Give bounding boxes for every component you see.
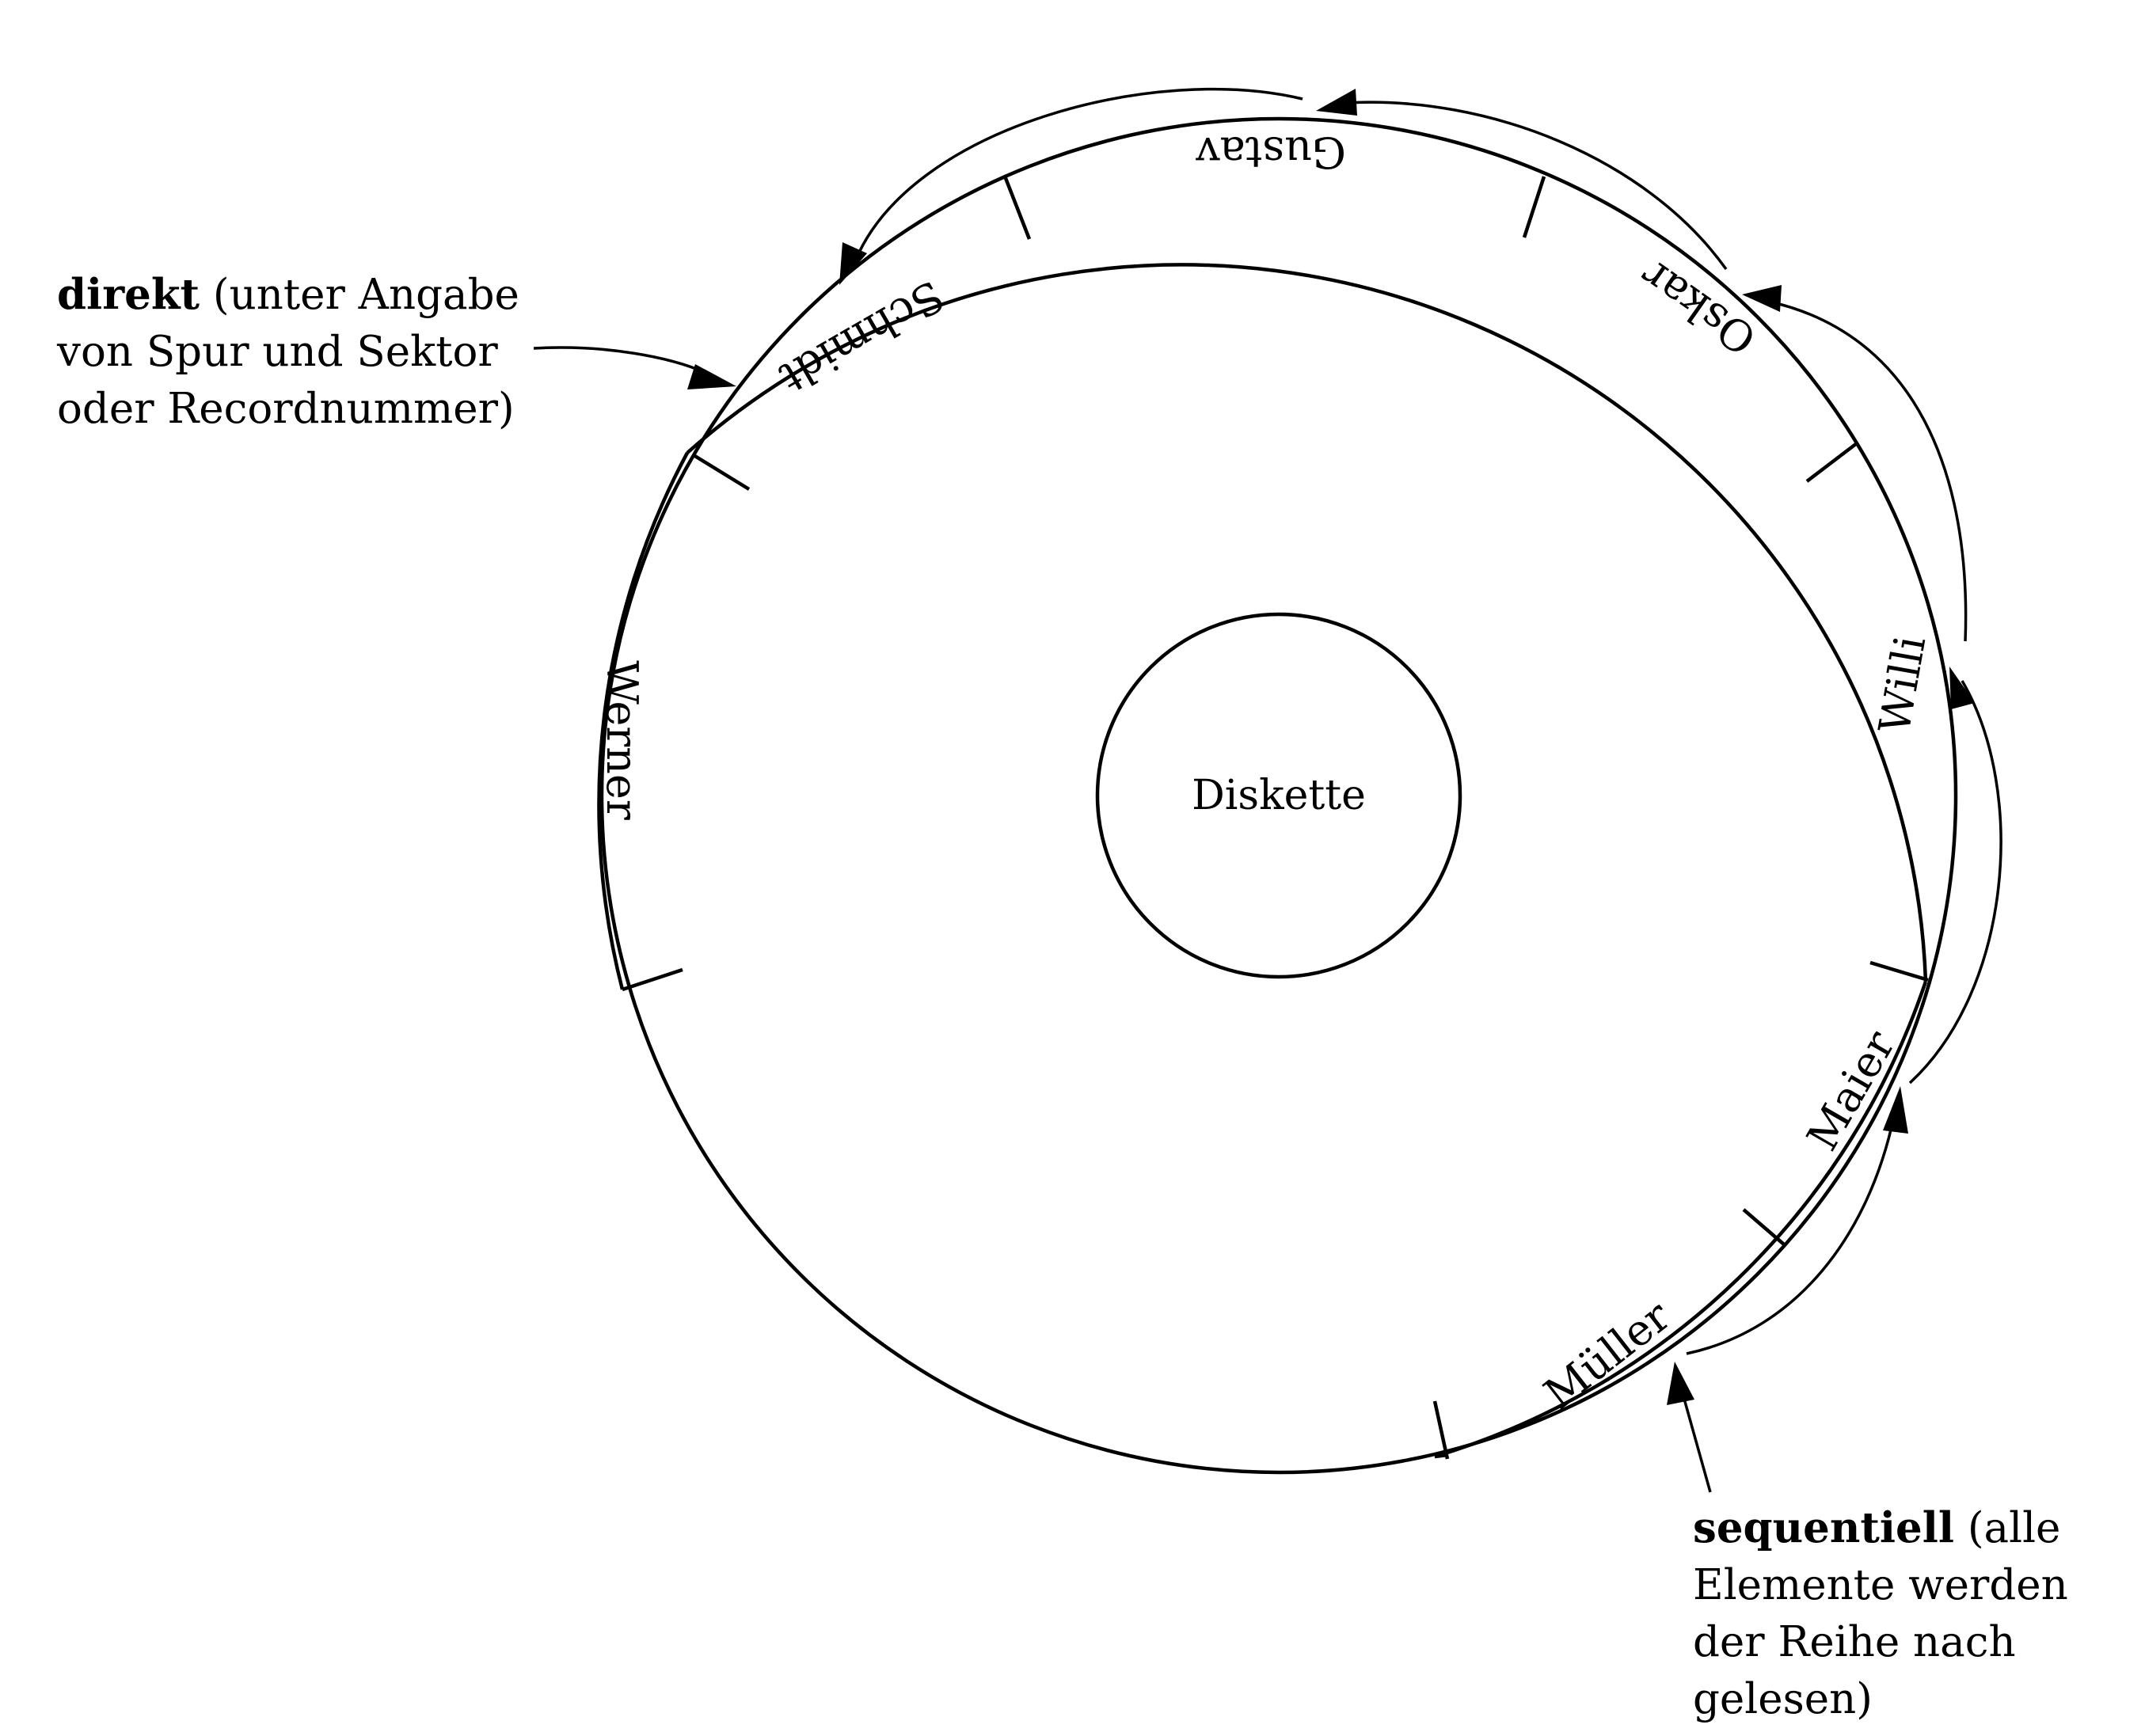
divider-oskar-willi [1805, 442, 1858, 483]
arrow-head-schmidt [839, 242, 867, 285]
divider-maier-mueller [1742, 1208, 1786, 1246]
arrow-head-maier [1883, 1086, 1908, 1134]
arrow-head-gustav [1316, 89, 1357, 116]
direct-note-line-1: direkt (unter Angabe [57, 266, 519, 324]
arrow-willi-to-oskar [1765, 299, 1968, 642]
direct-note-line-1-rest: (unter Angabe [200, 271, 519, 319]
sector-label-willi: Willi [1869, 632, 1936, 738]
sequential-note-line-3: der Reihe nach [1693, 1618, 2016, 1666]
sequential-note-line-1-rest: (alle [1954, 1504, 2061, 1552]
mueller-band-end [1432, 1400, 1450, 1460]
upper-band-outer-arc [686, 263, 1928, 982]
direct-note-line-2: von Spur und Sektor [57, 328, 498, 376]
divider-gustav-oskar [1522, 176, 1546, 238]
sequential-note-line-1: sequentiell (alle [1693, 1499, 2068, 1557]
divider-schmidt-gustav [1003, 177, 1032, 240]
sector-label-gustav: Gustav [1195, 127, 1346, 177]
hub-label: Diskette [1192, 772, 1366, 819]
arrow-maier-to-willi [1908, 680, 2002, 1085]
werner-band-end [622, 967, 683, 992]
disk-hub [1095, 612, 1462, 979]
sector-bands [597, 176, 1929, 1460]
sector-label-werner: Werner [597, 660, 647, 820]
direct-note-bold: direkt [57, 270, 200, 319]
sequential-arrows [839, 87, 2002, 1355]
direct-access-note: direkt (unter Angabe von Spur und Sektor… [57, 266, 519, 438]
sector-label-oskar: Oskar [1631, 250, 1766, 365]
divider-willi-maier [1869, 960, 1929, 982]
lower-band-outer-arc [1434, 981, 1928, 1459]
arrow-oskar-to-gustav [1345, 101, 1728, 271]
sequential-access-note: sequentiell (alle Elemente werden der Re… [1693, 1499, 2068, 1728]
sequential-pointer-head [1667, 1362, 1694, 1405]
werner-band-outer-arc [597, 451, 689, 990]
sequential-note-line-4: gelesen) [1693, 1675, 1873, 1723]
direct-pointer-head [687, 364, 736, 389]
sequential-pointer-line [1681, 1392, 1712, 1493]
direct-pointer-line [533, 346, 713, 378]
disk-outline [599, 116, 1958, 1475]
sequential-note-bold: sequentiell [1693, 1503, 1955, 1552]
arrow-mueller-to-maier [1686, 1115, 1896, 1355]
direct-note-line-3: oder Recordnummer) [57, 385, 515, 433]
arrow-gustav-to-schmidt [854, 87, 1303, 262]
sector-label-schmidt: Schmidt [771, 270, 952, 403]
arrow-head-willi [1949, 667, 1975, 709]
divider-schmidt-werner [692, 454, 751, 491]
sequential-note-line-2: Elemente werden [1693, 1561, 2068, 1609]
arrow-head-oskar [1742, 285, 1782, 312]
